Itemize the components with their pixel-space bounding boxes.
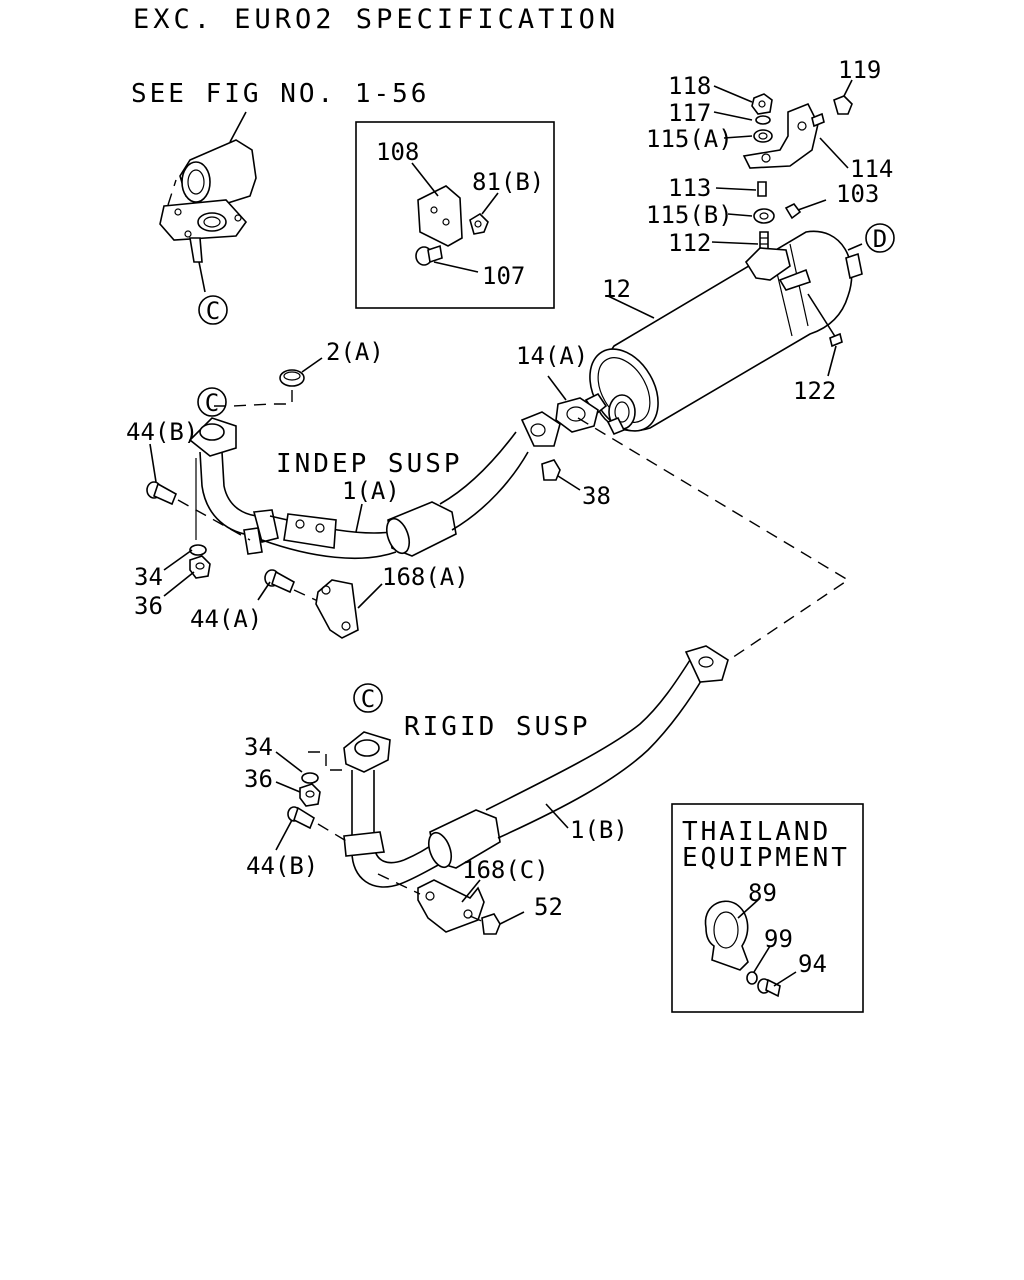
washer-34-low-drawing (301, 772, 319, 784)
part-94-label: 94 (798, 950, 827, 978)
washer-34-top-drawing (189, 544, 207, 556)
nut-36-top-drawing (189, 555, 211, 579)
part-44b-top-label: 44(B) (126, 418, 198, 446)
rubber-115a-drawing (753, 129, 773, 143)
bracket-114-drawing (742, 102, 819, 169)
manifold-reference-drawing (159, 111, 257, 293)
thailand-equipment-box (671, 803, 864, 1013)
part-99-label: 99 (764, 925, 793, 953)
front-pipe-1b-drawing (343, 645, 729, 888)
clamp-89-drawing (704, 900, 749, 971)
c-callout-top-label: C (206, 297, 220, 325)
bolt-94-drawing (757, 978, 781, 998)
nut-52-drawing (481, 913, 501, 935)
nut-81b-drawing (469, 212, 489, 235)
thailand-label-line1: THAILAND (682, 817, 831, 847)
c-callout-low-label: C (361, 685, 375, 713)
bracket-168a-drawing (315, 579, 359, 639)
gasket-2a-drawing (279, 369, 305, 387)
part-34-top-label: 34 (134, 563, 163, 591)
part-122-label: 122 (793, 377, 836, 405)
c-callout-mid (197, 387, 227, 417)
diagram-title: EXC. EURO2 SPECIFICATION (133, 4, 619, 35)
indep-susp-label: INDEP SUSP (276, 449, 463, 479)
part-108-label: 108 (376, 138, 419, 166)
c-callout-top (198, 295, 228, 325)
bolt-44a-drawing (264, 569, 296, 594)
bolt-44b-low-drawing (287, 806, 315, 830)
bolt-103-drawing (784, 202, 802, 220)
part-103-label: 103 (836, 180, 879, 208)
part-118-label: 118 (668, 72, 711, 100)
part-1a-label: 1(A) (342, 477, 400, 505)
part-38-label: 38 (582, 482, 611, 510)
collar-113-drawing (757, 181, 767, 197)
washer-117-drawing (755, 115, 771, 125)
bolt-44b-top-drawing (146, 481, 178, 506)
rubber-115b-drawing (753, 208, 775, 224)
muffler-12-drawing (584, 230, 863, 436)
washer-99-drawing (746, 971, 758, 985)
part-107-label: 107 (482, 262, 525, 290)
nut-38-drawing (541, 459, 561, 481)
part-1b-label: 1(B) (570, 816, 628, 844)
part-36-low-label: 36 (244, 765, 273, 793)
nut-119-drawing (811, 95, 853, 128)
nut-118-drawing (751, 93, 773, 115)
part-115a-label: 115(A) (646, 125, 733, 153)
part-44a-label: 44(A) (190, 605, 262, 633)
part-34-low-label: 34 (244, 733, 273, 761)
thailand-label-line2: EQUIPMENT (682, 843, 850, 873)
part-36-top-label: 36 (134, 592, 163, 620)
part-168a-label: 168(A) (382, 563, 469, 591)
front-pipe-1a-drawing (188, 411, 561, 560)
bolt-107-drawing (415, 244, 443, 266)
c-callout-low (353, 683, 383, 713)
part-52-label: 52 (534, 893, 563, 921)
part-119-label: 119 (838, 56, 881, 84)
part-117-label: 117 (668, 99, 711, 127)
part-44b-low-label: 44(B) (246, 852, 318, 880)
bracket-inset-box (355, 121, 555, 309)
part-113-label: 113 (668, 174, 711, 202)
c-callout-mid-label: C (205, 389, 219, 417)
part-2a-label: 2(A) (326, 338, 384, 366)
part-14a-label: 14(A) (516, 342, 588, 370)
part-89-label: 89 (748, 879, 777, 907)
d-callout-muffler-label: D (873, 225, 887, 253)
see-fig-note: SEE FIG NO. 1-56 (131, 79, 429, 109)
part-168c-label: 168(C) (462, 856, 549, 884)
part-12-label: 12 (602, 275, 631, 303)
part-114-label: 114 (850, 155, 893, 183)
part-112-label: 112 (668, 229, 711, 257)
part-115b-label: 115(B) (646, 201, 733, 229)
nut-36-low-drawing (299, 783, 321, 807)
rigid-susp-label: RIGID SUSP (404, 712, 591, 742)
bracket-168c-drawing (417, 879, 485, 933)
d-callout-muffler (865, 223, 895, 253)
flange-connection-line (577, 417, 850, 667)
part-81b-label: 81(B) (472, 168, 544, 196)
bracket-108-drawing (417, 185, 463, 247)
